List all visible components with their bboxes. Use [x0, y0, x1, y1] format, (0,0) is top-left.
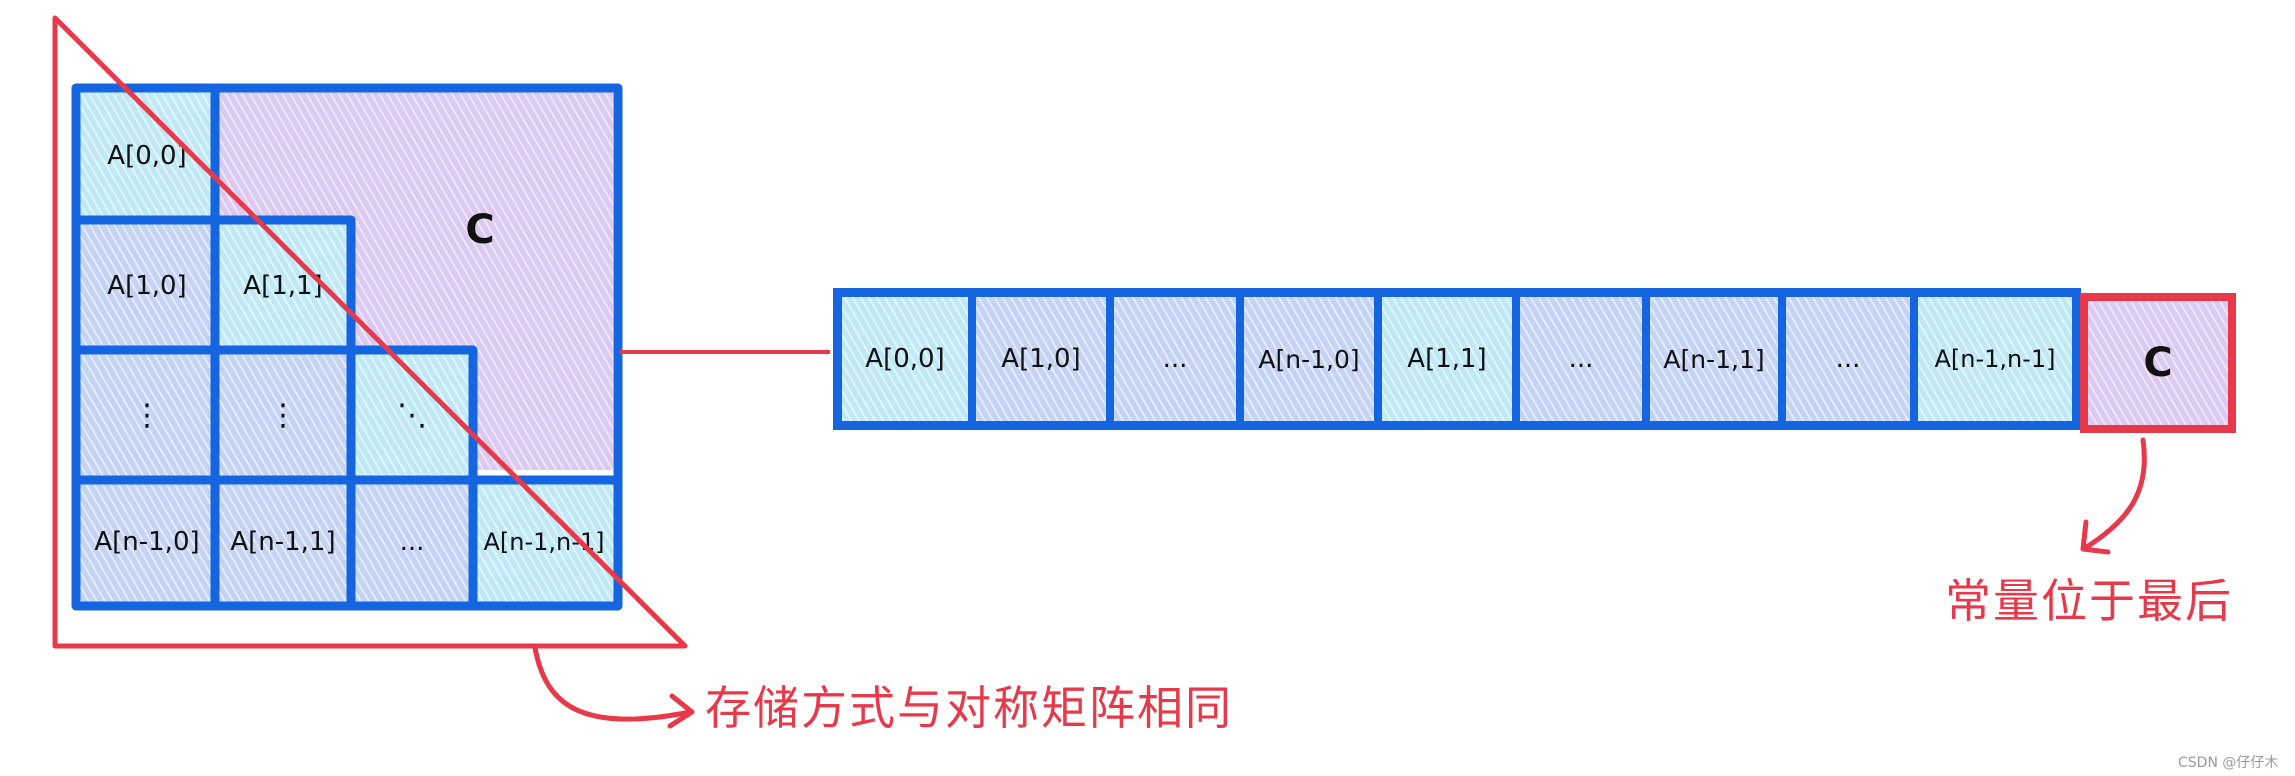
array-cell-1: A[1,0] — [976, 297, 1106, 421]
array-cell-8: A[n-1,n-1] — [1918, 297, 2072, 421]
matrix-cell-1-0: A[1,0] — [80, 222, 214, 350]
upper-constant-label: C — [465, 207, 495, 253]
matrix-cell-3-3: A[n-1,n-1] — [474, 482, 614, 602]
watermark: CSDN @仔仔木 — [2178, 755, 2279, 771]
array-cell-6: A[n-1,1] — [1650, 297, 1778, 421]
constant-note: 常量位于最后 — [1945, 574, 2233, 628]
matrix-cell-2-0: ⋮ — [80, 352, 214, 480]
array-cell-2: ... — [1114, 297, 1236, 421]
storage-note: 存储方式与对称矩阵相同 — [705, 681, 1233, 735]
matrix-cell-3-1: A[n-1,1] — [216, 482, 350, 602]
array-cell-5: ... — [1520, 297, 1642, 421]
matrix-cell-1-1: A[1,1] — [216, 222, 350, 350]
array-cell-3: A[n-1,0] — [1244, 297, 1374, 421]
matrix-cell-2-1: ⋮ — [216, 352, 350, 480]
matrix-cell-3-2: ... — [352, 482, 472, 602]
array-cell-4: A[1,1] — [1382, 297, 1512, 421]
array-cell-7: ... — [1786, 297, 1910, 421]
matrix-cell-0-0: A[0,0] — [80, 92, 214, 220]
matrix-cell-3-0: A[n-1,0] — [80, 482, 214, 602]
array-constant-cell: C — [2080, 293, 2236, 433]
array-cell-0: A[0,0] — [842, 297, 968, 421]
